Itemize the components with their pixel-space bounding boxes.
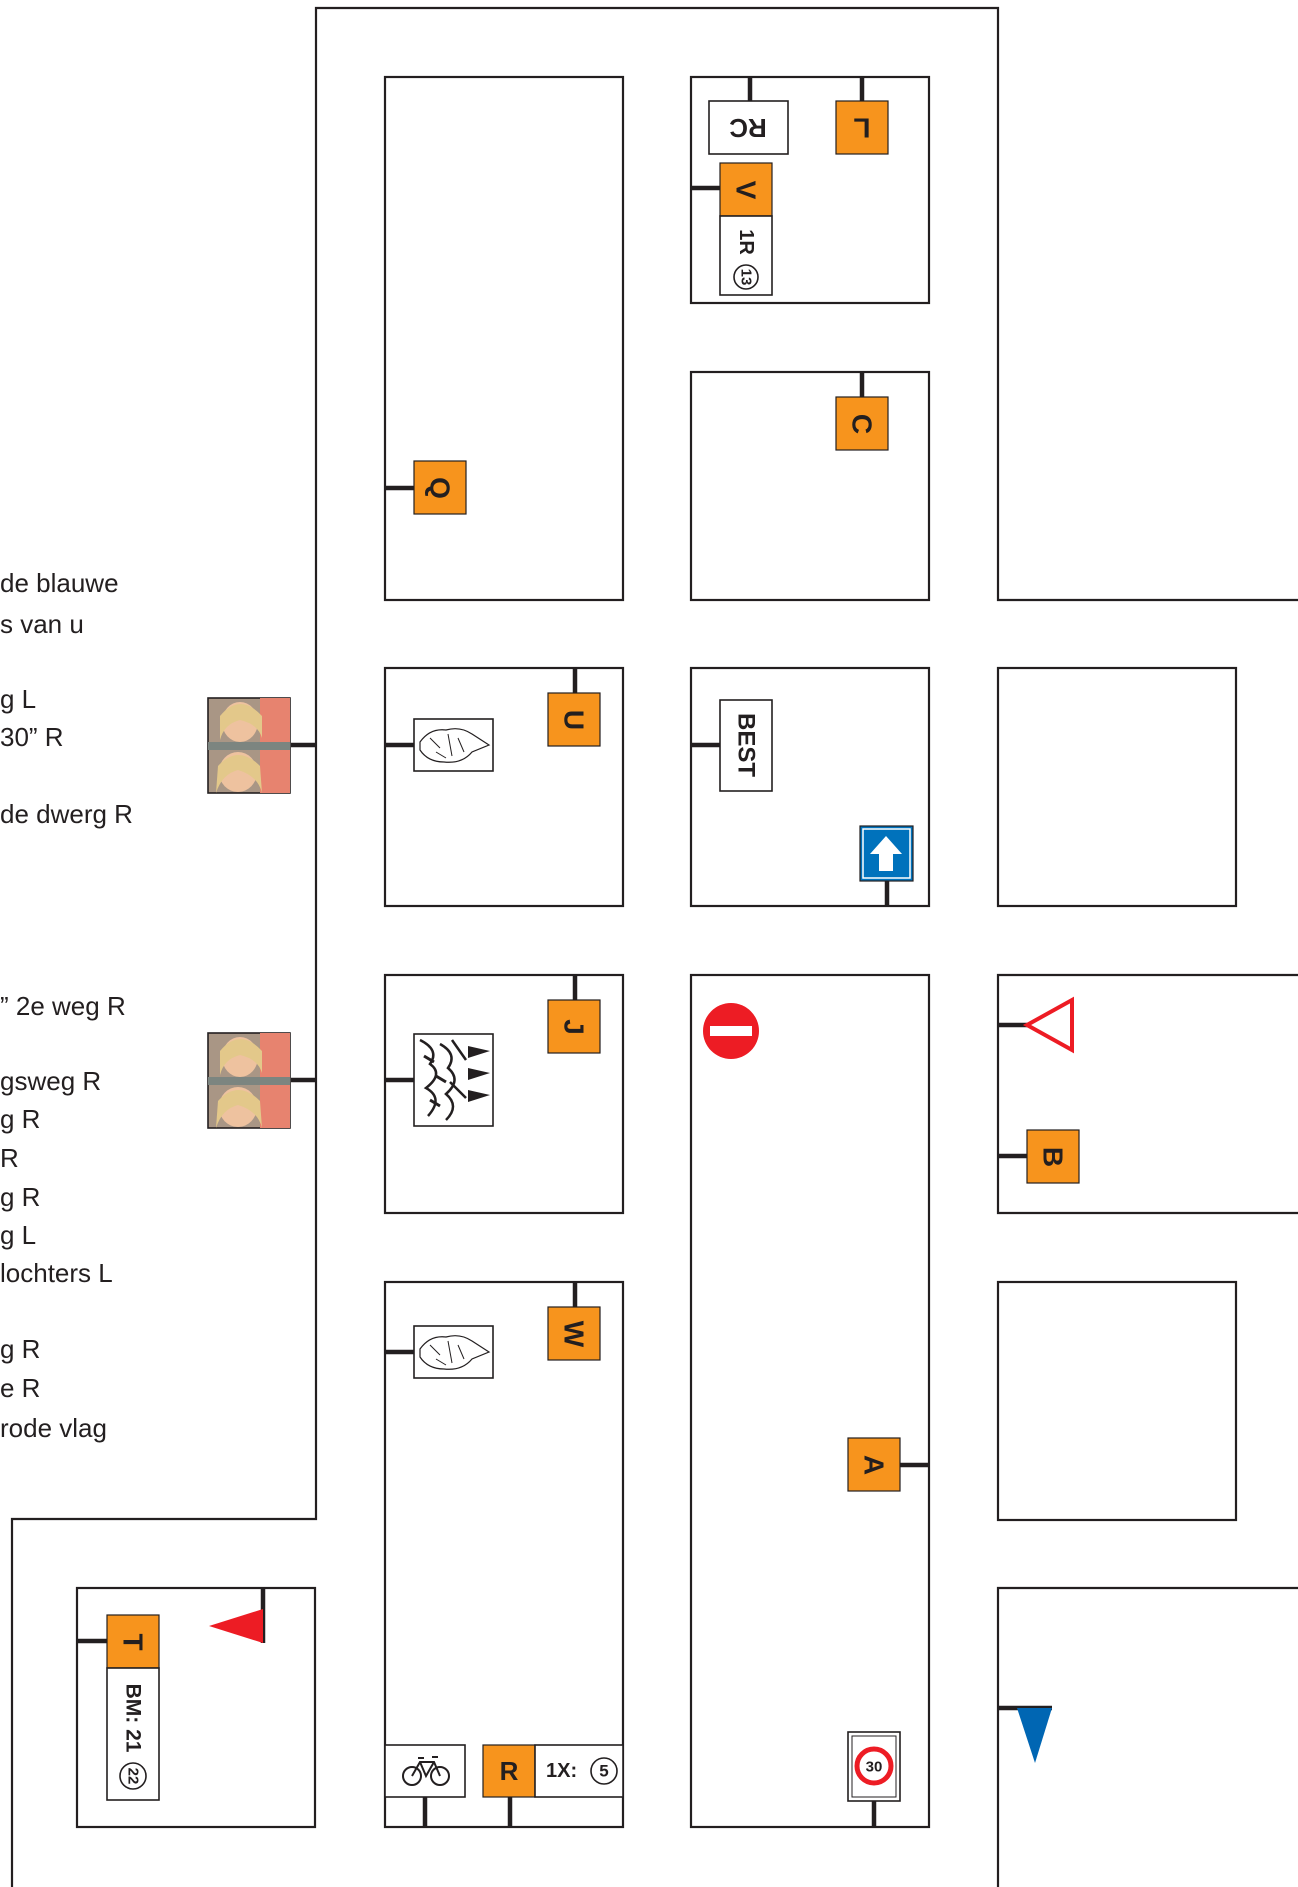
svg-text:1R: 1R xyxy=(735,229,757,255)
bicycle-sign xyxy=(385,1745,465,1797)
yield-triangle xyxy=(1027,1000,1072,1050)
svg-text:A: A xyxy=(859,1455,890,1475)
svg-text:22: 22 xyxy=(125,1768,142,1785)
photo xyxy=(208,698,290,793)
blue-flag xyxy=(1017,1708,1052,1763)
red-flag xyxy=(209,1609,263,1643)
block-right-2 xyxy=(998,1282,1236,1520)
instruction-line: rode vlag xyxy=(0,1415,107,1441)
instruction-line: g L xyxy=(0,686,36,712)
road-boundary-left xyxy=(12,8,1298,1887)
svg-text:30: 30 xyxy=(866,1759,883,1776)
svg-text:13: 13 xyxy=(738,269,755,286)
dwarf-image xyxy=(414,1326,493,1378)
control-u: U xyxy=(548,693,600,746)
no-entry-sign xyxy=(703,1003,759,1059)
control-r: R xyxy=(483,1745,535,1797)
svg-text:B: B xyxy=(1038,1147,1069,1167)
svg-text:5: 5 xyxy=(599,1762,608,1781)
block-long xyxy=(691,975,929,1827)
instruction-line: lochters L xyxy=(0,1260,113,1286)
instruction-line: ” 2e weg R xyxy=(0,993,126,1019)
control-c: C xyxy=(836,397,888,450)
svg-text:R: R xyxy=(500,1756,519,1786)
control-t: T xyxy=(107,1615,159,1668)
control-v: V xyxy=(720,163,772,216)
control-q: Q xyxy=(414,461,466,514)
speed-limit-sign: 30 xyxy=(848,1732,900,1801)
instruction-line: de dwerg R xyxy=(0,801,133,827)
svg-text:Q: Q xyxy=(425,477,456,499)
instruction-line: g L xyxy=(0,1222,36,1248)
block-right-1 xyxy=(998,668,1236,906)
control-l: L xyxy=(836,101,888,154)
svg-text:V: V xyxy=(731,181,762,200)
block-q xyxy=(385,77,623,600)
instruction-line: g R xyxy=(0,1106,40,1132)
svg-text:1X:: 1X: xyxy=(546,1760,577,1782)
block-c xyxy=(691,372,929,600)
instruction-line: g R xyxy=(0,1184,40,1210)
control-b: B xyxy=(1027,1130,1079,1183)
one-way-arrow-sign xyxy=(860,826,913,881)
instruction-line: e R xyxy=(0,1375,40,1401)
svg-text:L: L xyxy=(853,113,870,144)
photo xyxy=(208,1033,290,1128)
svg-text:C: C xyxy=(847,414,878,434)
block-blue-flag xyxy=(998,1588,1298,1887)
control-rc: RC xyxy=(709,101,788,154)
control-w: W xyxy=(548,1307,600,1360)
svg-text:U: U xyxy=(559,710,590,730)
svg-text:RC: RC xyxy=(729,113,767,143)
instruction-line: gsweg R xyxy=(0,1068,101,1094)
svg-text:J: J xyxy=(559,1019,590,1035)
control-r-detail: 1X: 5 xyxy=(535,1745,623,1797)
instruction-line: s van u xyxy=(0,611,84,637)
instruction-line: R xyxy=(0,1145,19,1171)
svg-text:T: T xyxy=(118,1633,149,1650)
control-a: A xyxy=(848,1438,900,1491)
svg-text:W: W xyxy=(559,1321,590,1348)
svg-text:BM: 21: BM: 21 xyxy=(122,1684,145,1753)
instruction-line: 30” R xyxy=(0,724,64,750)
control-t-detail: BM: 21 22 xyxy=(107,1668,159,1800)
instruction-line: g R xyxy=(0,1336,40,1362)
control-v-detail: 1R 13 xyxy=(720,216,772,295)
control-best: BEST xyxy=(720,700,772,791)
instruction-line: de blauwe xyxy=(0,570,119,596)
dwarf-image xyxy=(414,719,493,771)
control-j: J xyxy=(548,1000,600,1053)
dwarf-group-image xyxy=(414,1034,493,1126)
svg-text:BEST: BEST xyxy=(733,713,760,777)
